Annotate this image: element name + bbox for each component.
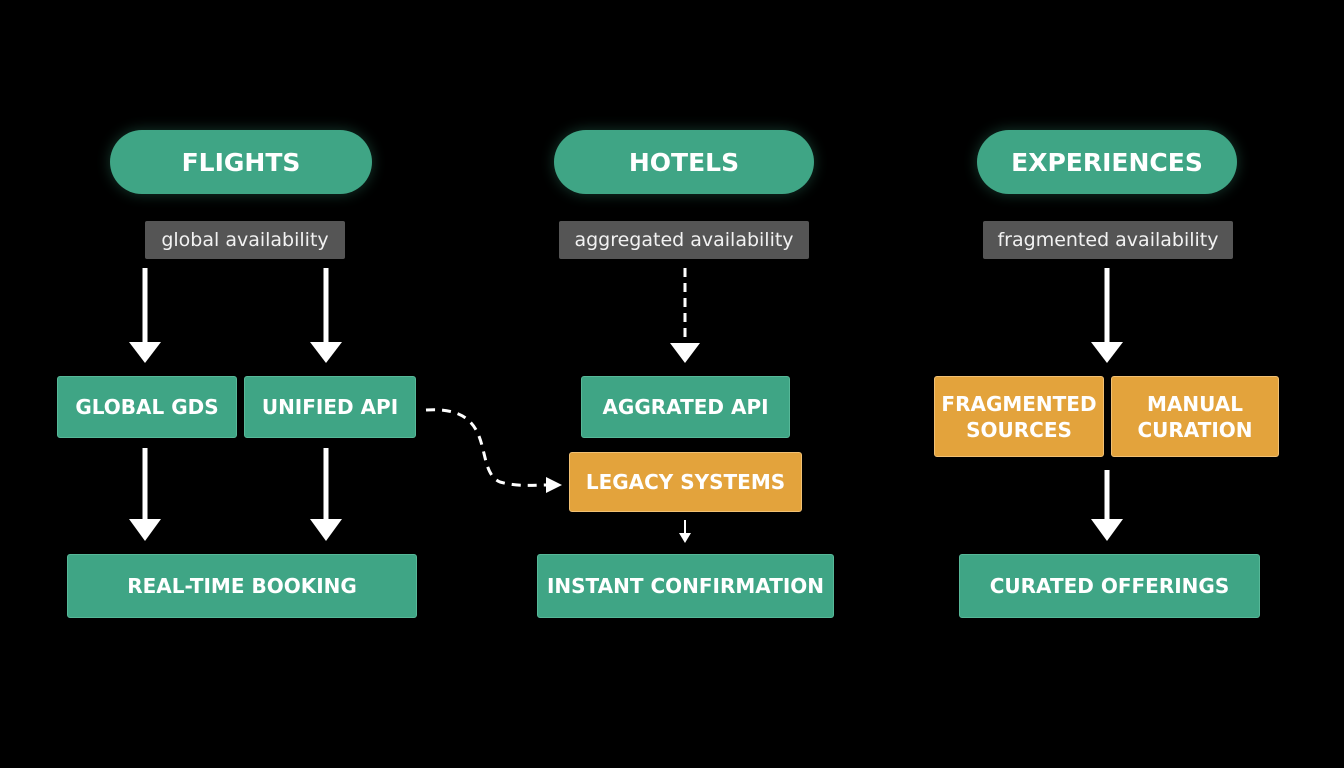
manual-curation-line1: MANUAL	[1147, 391, 1243, 416]
arrow-flights-tag-to-gds	[129, 268, 161, 363]
flights-availability-tag: global availability	[145, 221, 345, 259]
manual-curation-line2: CURATION	[1137, 417, 1253, 442]
hotels-availability-tag: aggregated availability	[559, 221, 809, 259]
flights-header: FLIGHTS	[110, 130, 372, 194]
arrow-sources-to-offerings	[1091, 470, 1123, 541]
arrow-flights-tag-to-unified-api	[310, 268, 342, 363]
arrow-unified-api-to-legacy-systems	[425, 408, 562, 493]
fragmented-sources-line2: SOURCES	[966, 417, 1072, 442]
legacy-systems-node: LEGACY SYSTEMS	[569, 452, 802, 512]
aggrated-api-node: AGGRATED API	[581, 376, 790, 438]
global-gds-node: GLOBAL GDS	[57, 376, 237, 438]
arrow-unified-api-to-booking	[310, 448, 342, 541]
arrow-gds-to-booking	[129, 448, 161, 541]
arrow-experiences-tag-to-sources	[1091, 268, 1123, 363]
fragmented-sources-line1: FRAGMENTED	[941, 391, 1097, 416]
manual-curation-node: MANUAL CURATION	[1111, 376, 1279, 457]
experiences-availability-tag: fragmented availability	[983, 221, 1233, 259]
curated-offerings-node: CURATED OFFERINGS	[959, 554, 1260, 618]
fragmented-sources-node: FRAGMENTED SOURCES	[934, 376, 1104, 457]
instant-confirmation-node: INSTANT CONFIRMATION	[537, 554, 834, 618]
arrow-legacy-to-confirmation	[679, 520, 691, 543]
hotels-header: HOTELS	[554, 130, 814, 194]
real-time-booking-node: REAL-TIME BOOKING	[67, 554, 417, 618]
unified-api-node: UNIFIED API	[244, 376, 416, 438]
arrow-hotels-tag-to-api	[670, 268, 700, 363]
experiences-header: EXPERIENCES	[977, 130, 1237, 194]
